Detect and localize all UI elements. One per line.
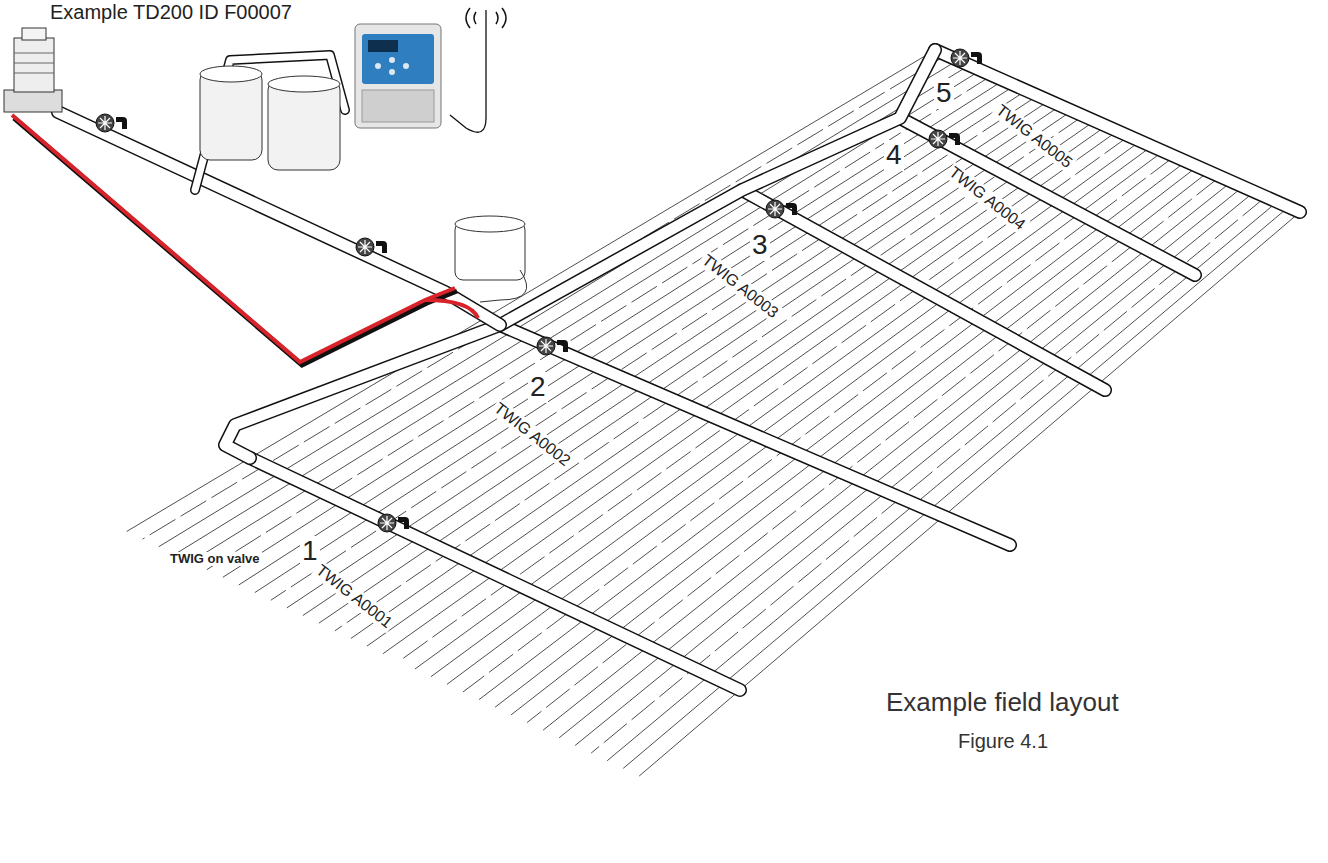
injection-tank	[455, 216, 527, 302]
valve-body	[929, 130, 947, 148]
valve-icon	[929, 130, 960, 148]
lateral-pipe-outline	[742, 190, 1105, 390]
lateral-pipe	[935, 50, 1300, 212]
valve-icon	[378, 514, 409, 532]
header-pipe	[225, 50, 935, 458]
cable-red-branch	[425, 300, 478, 318]
pump-base	[4, 90, 62, 112]
figure-caption: Figure 4.1	[956, 730, 1050, 752]
callout-number: 2	[528, 372, 548, 403]
callout-number: 3	[750, 230, 770, 261]
valve-body	[356, 238, 374, 256]
controller-button	[389, 69, 395, 75]
valve-icon	[951, 49, 982, 67]
valve-spokes	[98, 116, 112, 130]
twig-id: TWIG A0004	[944, 162, 1030, 235]
header-pipe-outline	[225, 50, 935, 458]
valve-body	[378, 514, 396, 532]
lateral-pipe	[250, 458, 740, 690]
controller-lower	[362, 90, 434, 122]
antenna-wire	[450, 10, 486, 132]
valve-body	[96, 114, 114, 132]
filter-lid	[268, 76, 340, 92]
valve-body	[766, 200, 784, 218]
twig-elbow	[116, 117, 127, 129]
tank-lid	[455, 216, 525, 232]
lateral-pipe-outline	[935, 50, 1300, 212]
twig-elbow	[557, 340, 568, 352]
valve-body	[951, 49, 969, 67]
controller-label: Example TD200 ID F00007	[48, 1, 294, 23]
pump-cap	[22, 28, 46, 40]
twig-elbow	[949, 133, 960, 145]
lateral-pipe-outline	[250, 458, 740, 690]
drip-lines	[127, 50, 1300, 776]
twig-id: TWIG A0002	[489, 398, 575, 471]
valve-icon	[96, 114, 127, 132]
controller-housing	[355, 24, 441, 128]
callout-number: 5	[934, 78, 954, 109]
twig-elbow	[376, 241, 387, 253]
twig-id: TWIG A0005	[991, 100, 1077, 173]
valve-icon	[356, 238, 387, 256]
lateral-pipe-outline	[500, 325, 1010, 545]
twig-elbow	[971, 52, 982, 64]
twig-elbow	[786, 203, 797, 215]
controller-button	[403, 63, 409, 69]
figure-title: Example field layout	[884, 688, 1121, 717]
tank-hose	[480, 270, 527, 302]
twig-id: TWIG A0001	[311, 560, 397, 633]
pump-ribs	[14, 53, 54, 73]
filter-lid	[200, 66, 262, 82]
valve-spokes	[380, 516, 394, 530]
twig-id: TWIG A0003	[697, 250, 783, 323]
drip-line	[271, 96, 1038, 601]
valve-body	[537, 337, 555, 355]
pipes	[58, 50, 1300, 690]
controller-button	[389, 57, 395, 63]
valve-spokes	[953, 51, 967, 65]
filter-loop-pipe	[195, 55, 345, 190]
filters	[200, 66, 340, 170]
callout-number: 4	[884, 140, 904, 171]
valve-spokes	[539, 339, 553, 353]
pump	[4, 28, 62, 112]
pump-motor	[14, 38, 54, 92]
filter-loop-pipe-outline	[195, 55, 345, 190]
valve-icon	[537, 337, 568, 355]
callout-number: 1	[300, 536, 320, 567]
controller-panel	[362, 34, 434, 84]
lateral-pipe	[742, 190, 1105, 390]
td200-controller	[355, 24, 441, 128]
antenna	[450, 8, 506, 132]
valve-spokes	[931, 132, 945, 146]
twig-elbow	[398, 517, 409, 529]
valve-spokes	[768, 202, 782, 216]
controller-button	[375, 63, 381, 69]
valves	[96, 49, 982, 532]
lateral-pipe	[500, 325, 1010, 545]
valve-spokes	[358, 240, 372, 254]
callout-note: TWIG on valve	[168, 552, 262, 566]
filter-tank	[200, 70, 262, 160]
filter-tank	[268, 80, 340, 170]
valve-icon	[766, 200, 797, 218]
controller-screen	[368, 40, 398, 52]
